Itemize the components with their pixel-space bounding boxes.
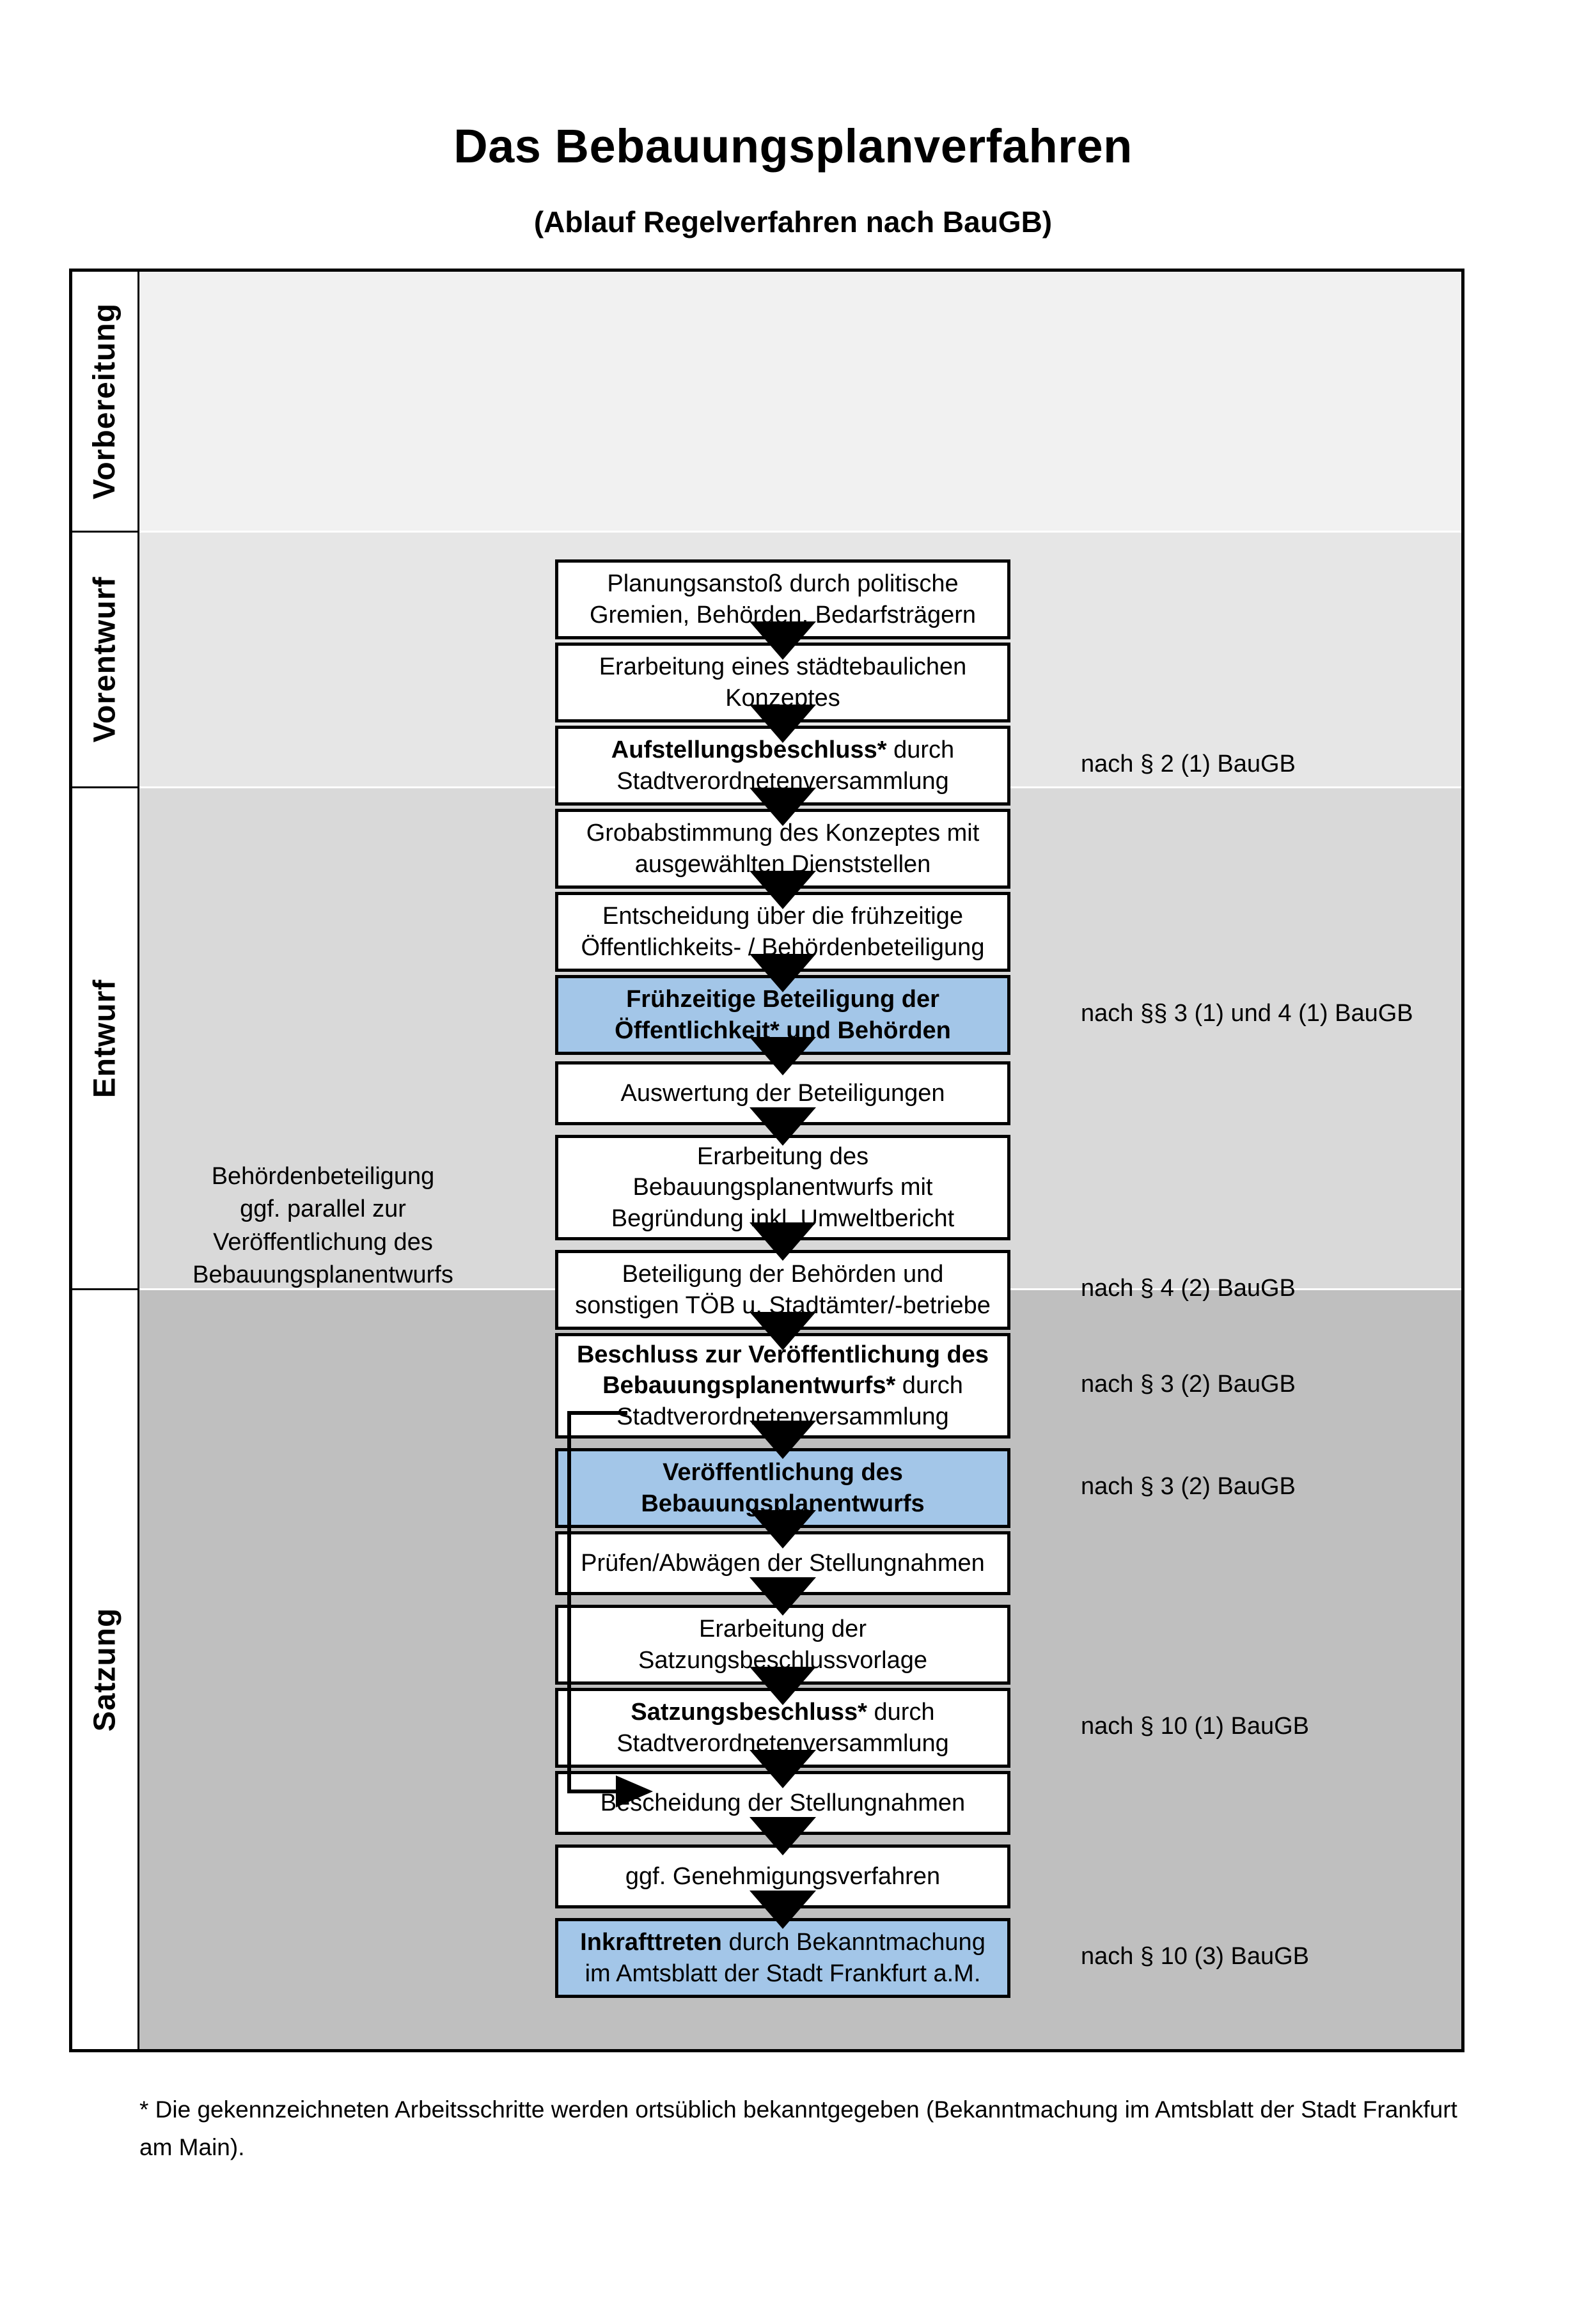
legal-reference-ref-par10-1: nach § 10 (1) BauGB: [1081, 1712, 1309, 1740]
flow-arrow-down: [750, 1107, 816, 1146]
flow-arrow-down: [750, 1222, 816, 1261]
phase-label-vorbereitung: Vorbereitung: [72, 272, 139, 531]
phase-label-vorentwurf: Vorentwurf: [72, 531, 139, 786]
legal-reference-ref-par3-4-1: nach §§ 3 (1) und 4 (1) BauGB: [1081, 999, 1413, 1027]
process-step-inkrafttreten[interactable]: Inkrafttreten durch Bekanntmachung im Amt…: [555, 1918, 1010, 1998]
legal-reference-ref-par4-2: nach § 4 (2) BauGB: [1081, 1274, 1296, 1302]
phase-band-vorbereitung: Vorbereitung: [72, 272, 1461, 531]
page-subtitle: (Ablauf Regelverfahren nach BauGB): [533, 205, 1053, 238]
side-note-line-1: Behördenbeteiligung: [211, 1163, 435, 1190]
process-step-line-2: Bebauungsplanentwurfs* durch: [602, 1372, 963, 1400]
process-step-line-2: im Amtsblatt der Stadt Frankfurt a.M.: [585, 1960, 981, 1987]
flow-arrow-down: [750, 1312, 816, 1350]
process-step-line-1: Prüfen/Abwägen der Stellungnahmen: [581, 1549, 985, 1577]
process-step-label: Bescheidung der Stellungnahmen: [593, 1788, 973, 1819]
legal-reference-ref-par3-2-a: nach § 3 (2) BauGB: [1081, 1370, 1296, 1398]
process-step-line-1: Beteiligung der Behörden und: [622, 1260, 944, 1288]
process-step-label: Prüfen/Abwägen der Stellungnahmen: [573, 1548, 993, 1579]
flow-arrow-down: [750, 1037, 816, 1075]
flow-arrow-down: [750, 705, 816, 743]
side-note-line-3: Veröffentlichung des: [213, 1228, 433, 1256]
phase-label-satzung: Satzung: [72, 1288, 139, 2049]
process-step-line-1: Auswertung der Beteiligungen: [620, 1079, 945, 1107]
flow-arrow-down: [750, 1817, 816, 1855]
process-step-label: Auswertung der Beteiligungen: [613, 1078, 952, 1109]
process-step-line-1: Erarbeitung des: [696, 1143, 869, 1170]
footnote: * Die gekennzeichneten Arbeitsschritte w…: [139, 2096, 1457, 2161]
legal-reference-ref-par2-1: nach § 2 (1) BauGB: [1081, 750, 1296, 777]
process-step-line-1: Erarbeitung der: [699, 1615, 867, 1642]
legal-reference-ref-par10-3: nach § 10 (3) BauGB: [1081, 1942, 1309, 1970]
side-note: Behördenbeteiligung ggf. parallel zur Ve…: [185, 1160, 460, 1291]
process-step-label: ggf. Genehmigungsverfahren: [618, 1861, 948, 1892]
phase-label-text: Vorentwurf: [88, 576, 122, 743]
flow-arrow-down: [750, 788, 816, 826]
flow-arrow-down: [750, 1750, 816, 1788]
page-title: Das Bebauungsplanverfahren: [453, 120, 1133, 173]
process-step-line-1: Inkrafttreten durch Bekanntmachung: [580, 1928, 985, 1956]
side-note-line-2: ggf. parallel zur: [240, 1196, 406, 1223]
process-step-line-1: Veröffentlichung des: [663, 1458, 903, 1486]
side-note-line-4: Bebauungsplanentwurfs: [192, 1261, 453, 1288]
process-step-line-1: Bescheidung der Stellungnahmen: [600, 1789, 966, 1816]
process-step-line-1: Aufstellungsbeschluss* durch: [611, 736, 955, 763]
process-step-label: Inkrafttreten durch Bekanntmachung im Amt…: [572, 1927, 993, 1989]
process-step-line-1: ggf. Genehmigungsverfahren: [625, 1862, 941, 1890]
flow-arrow-down: [750, 1577, 816, 1616]
process-step-line-1: Planungsanstoß durch politische: [607, 570, 959, 597]
flow-arrow-down: [750, 871, 816, 909]
process-step-line-2: Bebauungsplanentwurfs mit: [632, 1174, 933, 1201]
flow-arrow-down: [750, 954, 816, 992]
phase-label-text: Entwurf: [88, 979, 122, 1098]
flow-arrow-down: [750, 621, 816, 660]
phase-label-entwurf: Entwurf: [72, 786, 139, 1288]
flow-arrow-down: [750, 1421, 816, 1459]
phase-body-vorbereitung: [139, 272, 1461, 531]
flow-arrow-down: [750, 1891, 816, 1929]
flow-arrow-down: [750, 1667, 816, 1705]
legal-reference-ref-par3-2-b: nach § 3 (2) BauGB: [1081, 1472, 1296, 1500]
process-step-line-1: Satzungsbeschluss* durch: [631, 1698, 935, 1726]
phase-label-text: Vorbereitung: [88, 302, 122, 500]
flow-arrow-down: [750, 1510, 816, 1548]
phase-label-text: Satzung: [88, 1607, 122, 1732]
